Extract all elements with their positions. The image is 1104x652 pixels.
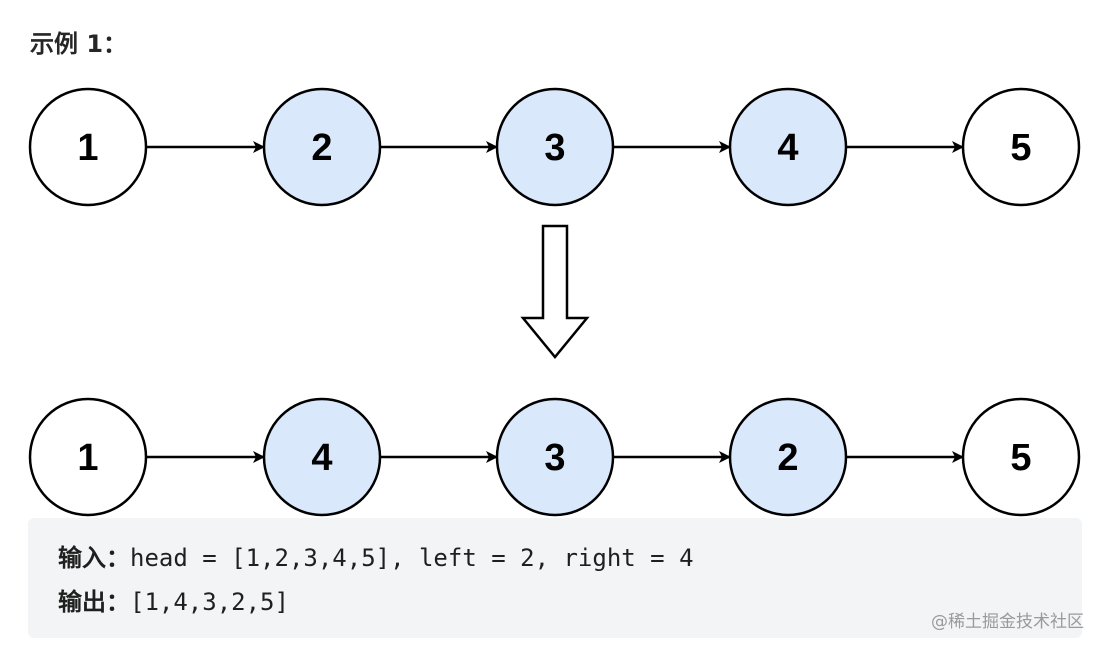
before-list-node-value: 3 — [544, 127, 565, 169]
after-list-node-circle — [262, 397, 382, 517]
before-list-node: 1 — [28, 87, 148, 207]
before-list-node-circle — [728, 87, 848, 207]
after-list-node: 5 — [961, 397, 1081, 517]
linked-list-diagram: 1 2 3 4 5 1 4 3 2 5 — [28, 87, 1081, 517]
input-label: 输入： — [58, 544, 130, 572]
after-list-node-circle — [28, 397, 148, 517]
after-list-node-value: 5 — [1010, 437, 1031, 479]
after-list-node: 1 — [28, 397, 148, 517]
output-value: [1,4,3,2,5] — [130, 588, 289, 616]
example-title: 示例 1： — [30, 30, 128, 58]
io-code-block: 输入：head = [1,2,3,4,5], left = 2, right =… — [28, 518, 1082, 638]
before-list-node-value: 4 — [777, 127, 798, 169]
after-list-node: 3 — [495, 397, 615, 517]
before-list-node-circle — [262, 87, 382, 207]
watermark: @稀土掘金技术社区 — [931, 612, 1084, 632]
after-list-node-value: 3 — [544, 437, 565, 479]
before-list-node-value: 2 — [311, 127, 332, 169]
after-list-node-circle — [495, 397, 615, 517]
input-value: head = [1,2,3,4,5], left = 2, right = 4 — [130, 544, 694, 572]
after-list-node-value: 4 — [311, 437, 332, 479]
before-list-row: 1 2 3 4 5 — [28, 87, 1081, 207]
before-list-node: 4 — [728, 87, 848, 207]
after-list-row: 1 4 3 2 5 — [28, 397, 1081, 517]
output-line: 输出：[1,4,3,2,5] — [58, 582, 289, 617]
before-list-node: 3 — [495, 87, 615, 207]
after-list-node: 4 — [262, 397, 382, 517]
after-list-node-value: 1 — [77, 437, 98, 479]
before-list-node-value: 5 — [1010, 127, 1031, 169]
before-list-node-value: 1 — [77, 127, 98, 169]
after-list-node-value: 2 — [777, 437, 798, 479]
before-list-node-circle — [495, 87, 615, 207]
before-list-node-circle — [961, 87, 1081, 207]
output-label: 输出： — [58, 588, 130, 616]
after-list-node: 2 — [728, 397, 848, 517]
before-list-node: 2 — [262, 87, 382, 207]
before-list-node-circle — [28, 87, 148, 207]
before-list-node: 5 — [961, 87, 1081, 207]
input-line: 输入：head = [1,2,3,4,5], left = 2, right =… — [58, 538, 694, 573]
after-list-node-circle — [961, 397, 1081, 517]
after-list-node-circle — [728, 397, 848, 517]
transform-down-arrow-icon — [520, 224, 590, 359]
